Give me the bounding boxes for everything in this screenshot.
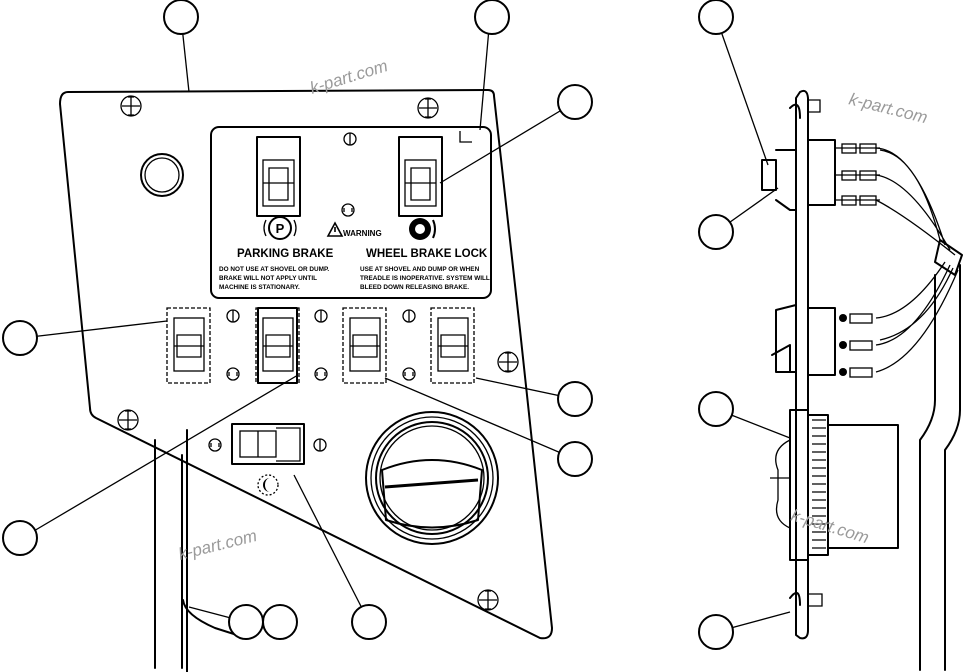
wheel-lock-note-line: BLEED DOWN RELEASING BRAKE. bbox=[360, 284, 469, 291]
callout-bubble bbox=[698, 614, 734, 650]
off-mark-icon bbox=[314, 367, 328, 381]
callout-bubble bbox=[228, 604, 264, 640]
knob-knurling bbox=[812, 419, 826, 549]
callout-bubble bbox=[2, 320, 38, 356]
support-post bbox=[154, 429, 241, 672]
parking-note-line: MACHINE IS STATIONARY. bbox=[219, 284, 300, 291]
lower-switch-body bbox=[807, 307, 836, 376]
front-view: P WARNING PARKING BRAKE WHEEL BRAKE LOCK… bbox=[2, 0, 593, 672]
on-mark-icon bbox=[313, 438, 327, 452]
callout-bubble bbox=[557, 381, 593, 417]
parking-brake-switch[interactable] bbox=[256, 136, 301, 217]
parking-note-line: DO NOT USE AT SHOVEL OR DUMP. bbox=[219, 266, 329, 273]
rocker-switch[interactable] bbox=[342, 307, 387, 384]
callout-bubble bbox=[557, 441, 593, 477]
upper-switch-bezel bbox=[761, 149, 797, 211]
off-mark-icon bbox=[208, 438, 222, 452]
brake-decal bbox=[210, 126, 492, 299]
rocker-switch[interactable] bbox=[166, 307, 211, 384]
parking-brake-icon: P bbox=[263, 216, 297, 240]
parking-note-line: BRAKE WILL NOT APPLY UNTIL bbox=[219, 275, 317, 282]
callout-bubble bbox=[2, 520, 38, 556]
mounting-screw bbox=[477, 589, 499, 611]
callout-bubble bbox=[557, 84, 593, 120]
dimmer-icon bbox=[257, 474, 279, 496]
watermark: k-part.com bbox=[789, 506, 871, 548]
knob-side-front bbox=[770, 439, 791, 529]
parking-brake-label: PARKING BRAKE bbox=[237, 248, 334, 260]
on-mark-icon bbox=[343, 132, 357, 146]
callout-bubble bbox=[698, 391, 734, 427]
callout-bubble bbox=[163, 0, 199, 35]
mounting-screw bbox=[417, 97, 439, 119]
wheel-brake-lock-label: WHEEL BRAKE LOCK bbox=[366, 248, 488, 260]
rocker-switch[interactable] bbox=[255, 307, 300, 384]
wire-harness bbox=[875, 147, 959, 373]
side-support-post bbox=[919, 264, 961, 671]
lower-switch-bezel bbox=[771, 304, 797, 373]
indicator-lamp bbox=[140, 153, 184, 197]
parking-brake-icon-letter: P bbox=[276, 221, 285, 236]
knob-side-bezel bbox=[789, 409, 809, 561]
wheel-brake-lock-icon bbox=[409, 218, 436, 240]
callout-bubble bbox=[698, 0, 734, 35]
mounting-screw bbox=[120, 95, 142, 117]
off-mark-icon bbox=[341, 203, 355, 217]
screw-head-side bbox=[789, 103, 801, 606]
callout-bubble bbox=[698, 214, 734, 250]
off-mark-icon bbox=[402, 367, 416, 381]
upper-switch-body bbox=[807, 139, 836, 206]
screw-stud-side bbox=[808, 99, 823, 607]
horizontal-rocker-switch[interactable] bbox=[231, 423, 305, 465]
on-mark-icon bbox=[402, 309, 416, 323]
rocker-switch[interactable] bbox=[430, 307, 475, 384]
callout-bubble bbox=[474, 0, 510, 35]
watermark: k-part.com bbox=[176, 526, 259, 564]
watermark: k-part.com bbox=[847, 89, 930, 127]
wheel-brake-lock-switch[interactable] bbox=[398, 136, 443, 217]
off-mark-icon bbox=[226, 367, 240, 381]
wheel-lock-note-line: TREADLE IS INOPERATIVE. SYSTEM WILL bbox=[360, 275, 490, 282]
indicator-lamp-lens bbox=[144, 157, 180, 193]
warning-label: WARNING bbox=[343, 229, 382, 238]
on-mark-icon bbox=[314, 309, 328, 323]
callout-bubble bbox=[351, 604, 387, 640]
knob-side-ring bbox=[807, 414, 829, 556]
side-leader-lines bbox=[715, 16, 791, 633]
side-panel-plate bbox=[795, 89, 809, 640]
on-mark-icon bbox=[226, 309, 240, 323]
side-view bbox=[698, 0, 963, 671]
panel-plate bbox=[59, 89, 553, 640]
mounting-screw bbox=[117, 409, 139, 431]
knob-side-body bbox=[827, 424, 899, 549]
mounting-screw bbox=[497, 351, 519, 373]
leader-lines bbox=[21, 16, 576, 623]
warning-icon bbox=[326, 221, 344, 237]
harness-tie bbox=[934, 239, 963, 276]
wheel-lock-note-line: USE AT SHOVEL AND DUMP OR WHEN bbox=[360, 266, 480, 273]
decal-tab bbox=[459, 131, 472, 143]
rotary-knob[interactable] bbox=[365, 411, 499, 545]
callout-bubble bbox=[262, 604, 298, 640]
